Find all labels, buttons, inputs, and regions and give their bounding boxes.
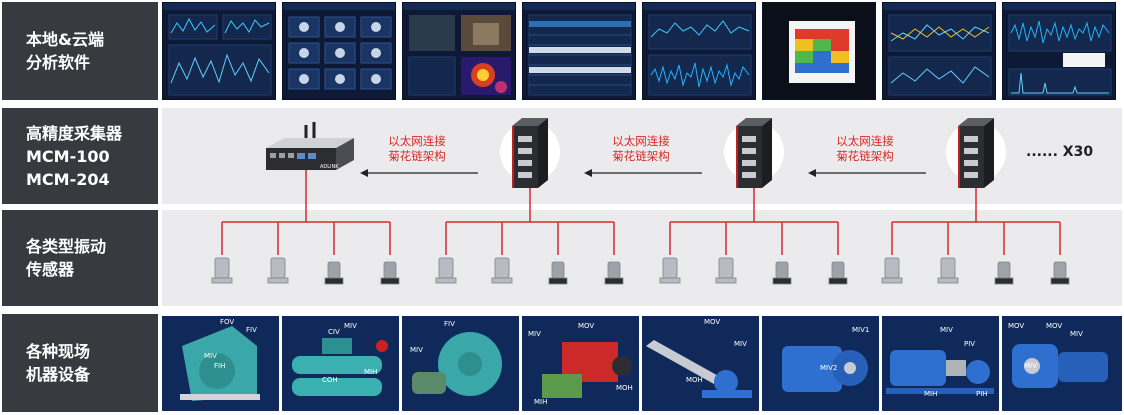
equipment-tag: MIV bbox=[1070, 330, 1083, 338]
equipment-tag: MIV bbox=[204, 352, 217, 360]
dashboard-screenshot-4 bbox=[522, 2, 636, 100]
equipment-tag: MOV bbox=[578, 322, 595, 330]
vibration-sensor bbox=[715, 257, 737, 284]
equipment-gearbox-motor: MOV MOV MIV MIV bbox=[1002, 316, 1122, 411]
row-label-sensors: 各类型振动 传感器 bbox=[2, 210, 158, 306]
row-label-software: 本地&云端 分析软件 bbox=[2, 2, 158, 100]
row-label-line: MCM-204 bbox=[26, 169, 110, 189]
chain-label-line2: 菊花链架构 bbox=[836, 149, 894, 163]
equipment-tag: PIV bbox=[964, 340, 976, 348]
chain-label-line2: 菊花链架构 bbox=[388, 149, 446, 163]
dashboard-screenshot-5 bbox=[642, 2, 756, 100]
vibration-sensor bbox=[828, 261, 848, 285]
equipment-tag: MOV bbox=[1008, 322, 1025, 330]
equipment-generator: MIV MOV MOH MIH bbox=[522, 316, 639, 411]
dashboard-screenshot-3 bbox=[402, 2, 516, 100]
chain-label-line1: 以太网连接 bbox=[612, 134, 670, 148]
row-label-line: MCM-100 bbox=[26, 146, 110, 166]
vibration-sensor bbox=[324, 261, 344, 285]
equipment-screw-pump: MOV MIV MOH bbox=[642, 316, 759, 411]
vibration-sensor bbox=[994, 261, 1014, 285]
equipment-tag: COH bbox=[322, 376, 338, 384]
row-label-line: 传感器 bbox=[26, 260, 75, 279]
row-label-line: 本地&云端 bbox=[26, 30, 104, 49]
equipment-tag: FIV bbox=[246, 326, 257, 334]
vibration-sensor bbox=[435, 257, 457, 284]
dashboard-screenshot-7 bbox=[882, 2, 996, 100]
equipment-gear-motor: MIV1 MIV2 bbox=[762, 316, 879, 411]
dashboard-screenshot-8 bbox=[1002, 2, 1116, 100]
equipment-tag: MIH bbox=[534, 398, 548, 406]
equipment-tag: MIV2 bbox=[820, 364, 838, 372]
vibration-sensor bbox=[548, 261, 568, 285]
row-label-collector: 高精度采集器 MCM-100 MCM-204 bbox=[2, 108, 158, 204]
vibration-sensor bbox=[772, 261, 792, 285]
equipment-tag: FIV bbox=[444, 320, 455, 328]
vibration-sensor bbox=[491, 257, 513, 284]
vibration-sensor bbox=[937, 257, 959, 284]
vibration-sensor bbox=[267, 257, 289, 284]
chain-label: 以太网连接 菊花链架构 bbox=[820, 134, 910, 164]
equipment-tag: MIV1 bbox=[852, 326, 870, 334]
equipment-tag: MIH bbox=[924, 390, 938, 398]
equipment-fan: FOV FIV MIV FIH bbox=[162, 316, 279, 411]
vibration-sensor bbox=[604, 261, 624, 285]
dashboard-screenshot-2 bbox=[282, 2, 396, 100]
vibration-sensor bbox=[659, 257, 681, 284]
row-label-line: 各类型振动 bbox=[26, 237, 107, 256]
dashboard-screenshot-6 bbox=[762, 2, 876, 100]
equipment-tag: MIV bbox=[940, 326, 953, 334]
equipment-tag: FIH bbox=[214, 362, 226, 370]
equipment-tag: MOH bbox=[616, 384, 633, 392]
equipment-tag: MIH bbox=[364, 368, 378, 376]
equipment-tag: MIV bbox=[734, 340, 747, 348]
row-label-line: 高精度采集器 bbox=[26, 123, 123, 143]
sensor-band bbox=[162, 210, 1122, 306]
equipment-motor-pump: MIV PIV MIH PIH bbox=[882, 316, 999, 411]
equipment-tag: CIV bbox=[328, 328, 340, 336]
equipment-compressor: CIV MIV COH MIH bbox=[282, 316, 399, 411]
row-label-line: 机器设备 bbox=[26, 365, 91, 384]
vibration-sensor bbox=[380, 261, 400, 285]
chain-label-line2: 菊花链架构 bbox=[612, 149, 670, 163]
chain-label: 以太网连接 菊花链架构 bbox=[596, 134, 686, 164]
equipment-tag: MIV bbox=[410, 346, 423, 354]
chain-label-line1: 以太网连接 bbox=[836, 134, 894, 148]
vibration-sensor bbox=[1050, 261, 1070, 285]
equipment-tag: MIV bbox=[528, 330, 541, 338]
more-units-label: ...... X30 bbox=[1026, 144, 1094, 160]
row-label-line: 各种现场 bbox=[26, 342, 91, 361]
dashboard-screenshot-1 bbox=[162, 2, 276, 100]
vibration-sensors bbox=[211, 257, 1070, 285]
equipment-tag: FOV bbox=[220, 318, 235, 326]
chain-label-line1: 以太网连接 bbox=[388, 134, 446, 148]
row-label-equipment: 各种现场 机器设备 bbox=[2, 314, 158, 412]
equipment-tag: MOH bbox=[686, 376, 703, 384]
equipment-blower: FIV MIV bbox=[402, 316, 519, 411]
equipment-tag: PIH bbox=[976, 390, 988, 398]
equipment-tag: MOV bbox=[1046, 322, 1063, 330]
equipment-tag: MIV bbox=[344, 322, 357, 330]
vibration-sensor bbox=[881, 257, 903, 284]
equipment-tag: MIV bbox=[1024, 362, 1037, 370]
equipment-tag: MOV bbox=[704, 318, 721, 326]
chain-label: 以太网连接 菊花链架构 bbox=[372, 134, 462, 164]
vibration-sensor bbox=[211, 257, 233, 284]
row-label-line: 分析软件 bbox=[26, 53, 91, 72]
